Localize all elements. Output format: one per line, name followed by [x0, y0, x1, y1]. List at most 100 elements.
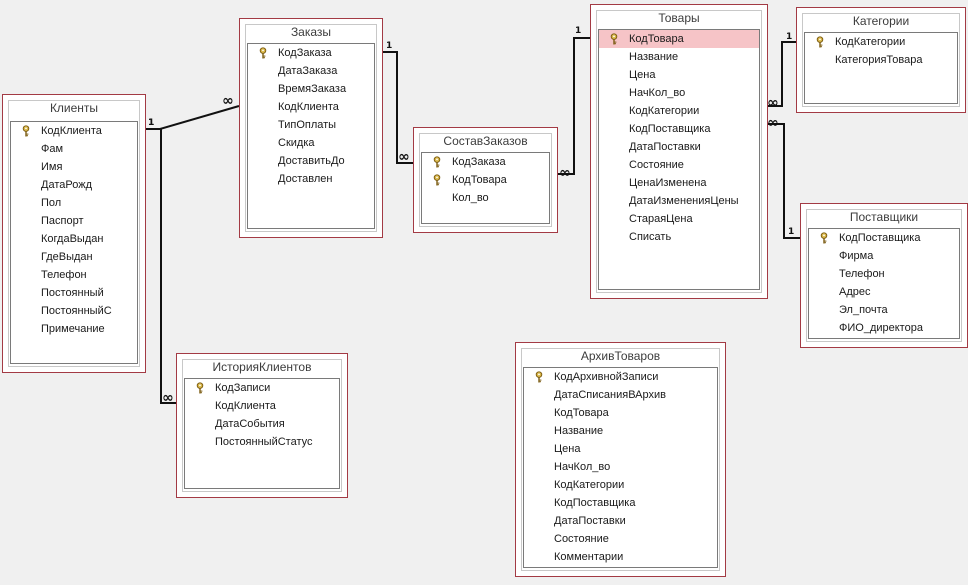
field-row[interactable]: НачКол_во [524, 458, 717, 476]
field-row[interactable]: ВремяЗаказа [248, 80, 374, 98]
field-row[interactable]: Состояние [524, 530, 717, 548]
field-row[interactable]: Примечание [11, 320, 137, 338]
field-name: КодТовара [554, 407, 609, 419]
field-row[interactable]: Доставлен [248, 170, 374, 188]
field-row[interactable]: Состояние [599, 156, 759, 174]
field-name: ПостоянныйС [41, 305, 112, 317]
field-row[interactable]: ДатаПоставки [524, 512, 717, 530]
key-icon [610, 33, 618, 45]
field-row[interactable]: КогдаВыдан [11, 230, 137, 248]
primary-key-field[interactable]: КодКлиента [11, 122, 137, 140]
field-row[interactable]: КодКлиента [185, 397, 339, 415]
field-row[interactable]: Название [599, 48, 759, 66]
field-row[interactable]: СтараяЦена [599, 210, 759, 228]
field-name: ДатаСобытия [215, 418, 285, 430]
field-row[interactable]: ДатаЗаказа [248, 62, 374, 80]
field-row[interactable]: Эл_почта [809, 301, 959, 319]
primary-key-field[interactable]: КодЗаказа [422, 153, 549, 171]
field-row[interactable]: Скидка [248, 134, 374, 152]
field-row[interactable]: ДатаРожд [11, 176, 137, 194]
field-row[interactable]: ДоставитьДо [248, 152, 374, 170]
field-row[interactable]: Название [524, 422, 717, 440]
field-name: Телефон [41, 269, 87, 281]
field-row[interactable]: Фирма [809, 247, 959, 265]
field-row[interactable]: Телефон [809, 265, 959, 283]
table-title: Заказы [290, 25, 332, 39]
primary-key-field[interactable]: КодКатегории [805, 33, 957, 51]
field-row[interactable]: КодТовара [524, 404, 717, 422]
relationship-line-tovary-sostav[interactable] [556, 37, 590, 175]
cardinality-one-label: 1 [386, 41, 393, 51]
field-row[interactable]: ЦенаИзменена [599, 174, 759, 192]
primary-key-field[interactable]: КодТовара [422, 171, 549, 189]
cardinality-one-label: 1 [148, 118, 155, 128]
field-row[interactable]: НачКол_во [599, 84, 759, 102]
field-row[interactable]: КодКлиента [248, 98, 374, 116]
field-name: КодКатегории [554, 479, 625, 491]
field-row[interactable]: Телефон [11, 266, 137, 284]
field-row[interactable]: Постоянный [11, 284, 137, 302]
relationship-line-postavshiki-tovary[interactable] [766, 123, 800, 239]
field-row[interactable]: ДатаИзмененияЦены [599, 192, 759, 210]
field-name: ДатаЗаказа [278, 65, 338, 77]
field-row[interactable]: Имя [11, 158, 137, 176]
field-name: ГдеВыдан [41, 251, 93, 263]
field-row[interactable]: КодПоставщика [599, 120, 759, 138]
field-row[interactable]: КодКатегории [599, 102, 759, 120]
field-name: КатегорияТовара [835, 54, 923, 66]
primary-key-field[interactable]: КодТовара [599, 30, 759, 48]
field-name: КодТовара [629, 33, 684, 45]
field-row[interactable]: Паспорт [11, 212, 137, 230]
field-row[interactable]: ДатаПоставки [599, 138, 759, 156]
field-row[interactable]: ГдеВыдан [11, 248, 137, 266]
field-row[interactable]: Пол [11, 194, 137, 212]
primary-key-field[interactable]: КодЗаказа [248, 44, 374, 62]
field-row[interactable]: ПостоянныйС [11, 302, 137, 320]
primary-key-field[interactable]: КодАрхивнойЗаписи [524, 368, 717, 386]
field-row[interactable]: ФИО_директора [809, 319, 959, 337]
field-row[interactable]: ТипОплаты [248, 116, 374, 134]
field-name: КодКлиента [215, 400, 276, 412]
relationship-line-klienty-zakazy[interactable] [144, 105, 240, 130]
relationship-line-zakazy-sostav[interactable] [381, 51, 413, 164]
field-row[interactable]: КатегорияТовара [805, 51, 957, 69]
field-row[interactable]: ДатаСписанияВАрхив [524, 386, 717, 404]
field-name: Название [629, 51, 679, 63]
field-name: ЦенаИзменена [629, 177, 707, 189]
field-row[interactable]: Цена [524, 440, 717, 458]
field-row[interactable]: Кол_во [422, 189, 549, 207]
field-row[interactable]: Цена [599, 66, 759, 84]
field-row[interactable]: Фам [11, 140, 137, 158]
field-row[interactable]: КодКатегории [524, 476, 717, 494]
cardinality-many-label: ∞ [767, 115, 779, 131]
field-row[interactable]: Адрес [809, 283, 959, 301]
primary-key-field[interactable]: КодЗаписи [185, 379, 339, 397]
primary-key-field[interactable]: КодПоставщика [809, 229, 959, 247]
field-name: Фам [41, 143, 64, 155]
field-row[interactable]: КодПоставщика [524, 494, 717, 512]
relationship-line-klienty-istoriya[interactable] [144, 128, 176, 404]
field-row[interactable]: ДатаСобытия [185, 415, 339, 433]
field-row[interactable]: Комментарии [524, 548, 717, 566]
key-icon [259, 47, 267, 59]
field-row[interactable]: ПостоянныйСтатус [185, 433, 339, 451]
field-row[interactable]: Списать [599, 228, 759, 246]
field-name: Скидка [278, 137, 315, 149]
field-name: ДатаСписанияВАрхив [554, 389, 666, 401]
